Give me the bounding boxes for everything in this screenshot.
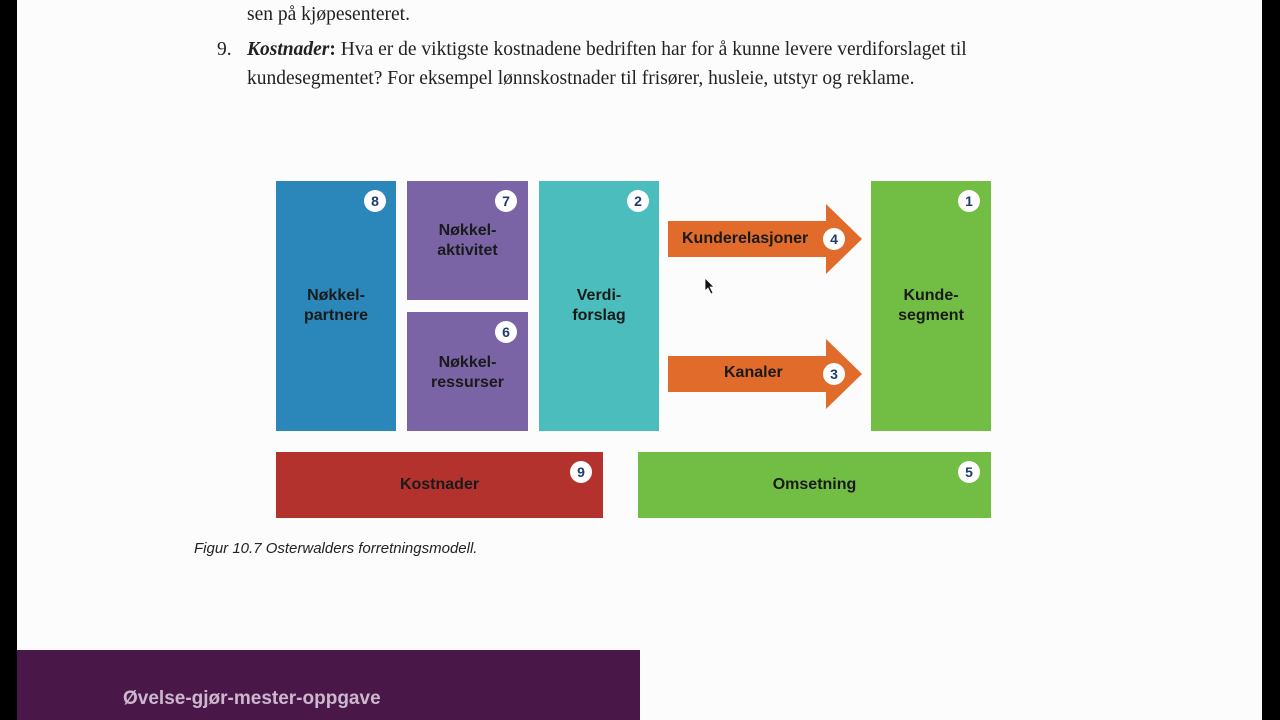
box-kundesegment-line1: Kunde-: [903, 287, 959, 304]
badge-6: 6: [495, 321, 517, 343]
banner-title: Øvelse-gjør-mester-oppgave: [123, 688, 381, 709]
box-verdiforslag: Verdi-forslag 2: [539, 181, 659, 431]
business-model-diagram: Nøkkel-partnere 8 Nøkkel-aktivitet 7 Nøk…: [17, 0, 1262, 720]
list-item-9-number: 9.: [217, 39, 232, 60]
mouse-cursor-icon: [704, 277, 715, 295]
arrow-kunderelasjoner-label: Kunderelasjoner: [682, 230, 809, 247]
box-nokkelpartnere-line1: Nøkkel-: [307, 287, 365, 304]
box-omsetning-label: Omsetning: [772, 476, 857, 493]
badge-2: 2: [627, 190, 649, 212]
box-omsetning: Omsetning 5: [638, 452, 991, 518]
badge-3: 3: [823, 363, 845, 385]
text-line-previous: sen på kjøpesenteret.: [247, 4, 410, 25]
box-verdiforslag-line2: forslag: [572, 307, 626, 324]
figure-caption: Figur 10.7 Osterwalders forretningsmodel…: [194, 540, 478, 557]
box-nokkelaktivitet: Nøkkel-aktivitet 7: [407, 181, 528, 300]
box-kundesegment-line2: segment: [898, 307, 964, 324]
badge-7: 7: [495, 190, 517, 212]
box-nokkelressurser-line2: ressurser: [431, 374, 504, 391]
arrow-kunderelasjoner-shape: [668, 204, 862, 274]
badge-9: 9: [570, 461, 592, 483]
badge-1: 1: [958, 190, 980, 212]
box-kostnader-label: Kostnader: [399, 476, 480, 493]
box-nokkelpartnere: Nøkkel-partnere 8: [276, 181, 396, 431]
list-item-9-line1: Kostnader: Hva er de viktigste kostnaden…: [247, 35, 967, 64]
box-nokkelressurser-line1: Nøkkel-: [438, 354, 497, 371]
list-item-9-colon: :: [329, 39, 336, 60]
box-nokkelaktivitet-line2: aktivitet: [437, 242, 498, 259]
exercise-banner: Øvelse-gjør-mester-oppgave: [17, 650, 640, 720]
arrow-kunderelasjoner: [668, 204, 862, 274]
box-nokkelpartnere-line2: partnere: [303, 307, 369, 324]
badge-4: 4: [823, 228, 845, 250]
badge-8: 8: [364, 190, 386, 212]
document-page: sen på kjøpesenteret. 9. Kostnader: Hva …: [17, 0, 1262, 720]
box-nokkelressurser: Nøkkel-ressurser 6: [407, 312, 528, 431]
arrow-kanaler: [668, 339, 862, 409]
arrow-kanaler-label: Kanaler: [724, 364, 783, 381]
list-item-9-text1: Hva er de viktigste kostnadene bedriften…: [335, 39, 967, 60]
box-kostnader: Kostnader 9: [276, 452, 603, 518]
box-verdiforslag-line1: Verdi-: [576, 287, 622, 304]
badge-5: 5: [958, 461, 980, 483]
list-item-9-term: Kostnader: [247, 39, 330, 60]
box-kundesegment: Kunde-segment 1: [871, 181, 991, 431]
arrow-kanaler-shape: [668, 339, 862, 409]
box-nokkelaktivitet-line1: Nøkkel-: [438, 222, 497, 239]
list-item-9-line2: kundesegmentet? For eksempel lønnskostna…: [247, 68, 915, 89]
